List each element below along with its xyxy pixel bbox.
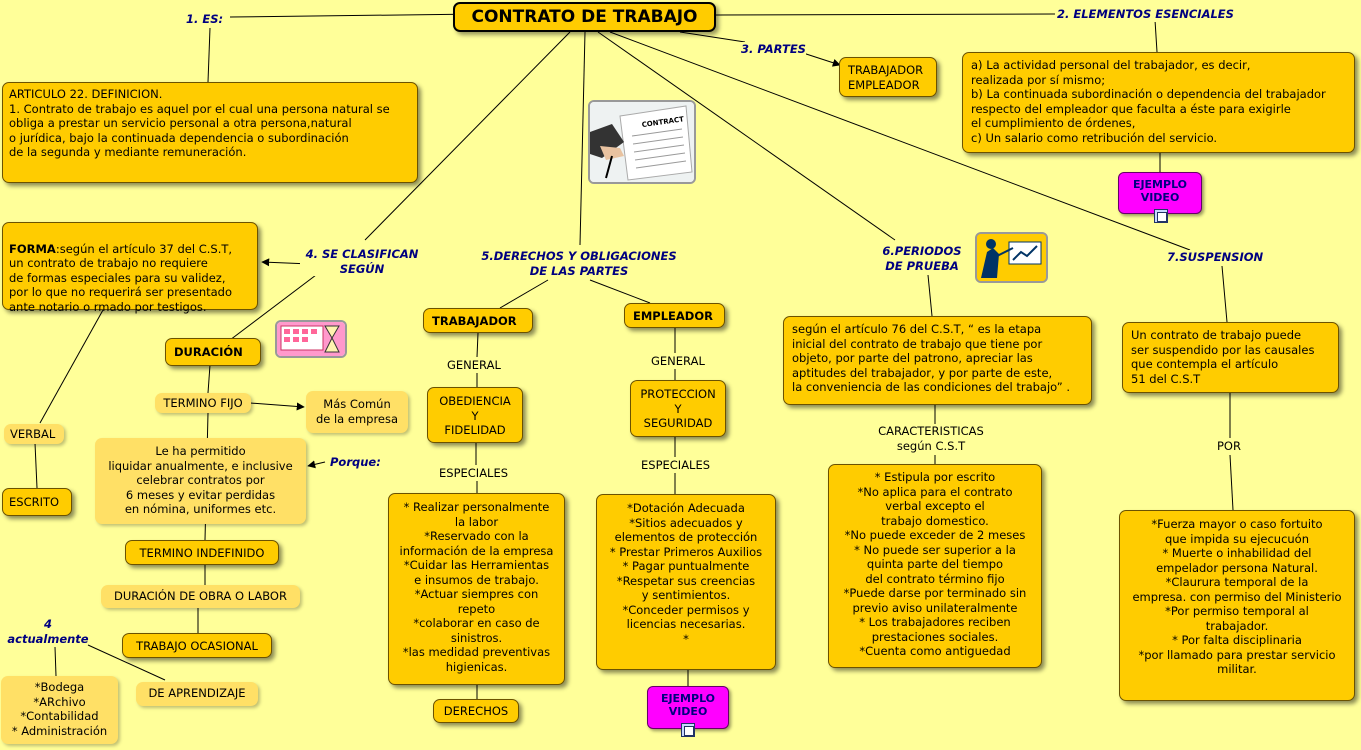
obediencia-box: OBEDIENCIA Y FIDELIDAD bbox=[427, 387, 523, 443]
mas-comun-box: Más Común de la empresa bbox=[306, 391, 408, 433]
label-especiales-trabajador: ESPECIALES bbox=[439, 466, 509, 481]
label-periodos: 6.PERIODOS DE PRUEBA bbox=[872, 244, 972, 273]
label-porque: Porque: bbox=[330, 455, 381, 470]
label-derechos-obligaciones: 5.DERECHOS Y OBLIGACIONES DE LAS PARTES bbox=[468, 249, 690, 278]
areas-box: *Bodega *ARchivo *Contabilidad * Adminis… bbox=[1, 676, 118, 744]
le-ha-permitido-box: Le ha permitido liquidar anualmente, e i… bbox=[95, 438, 306, 524]
label-caracteristicas: CARACTERISTICAS según C.S.T bbox=[866, 424, 996, 453]
forma-text: :según el artículo 37 del C.S.T, un cont… bbox=[9, 241, 233, 314]
label-general-trabajador: GENERAL bbox=[447, 358, 501, 373]
forma-label: FORMA bbox=[9, 241, 56, 256]
trainer-presentation-image bbox=[975, 232, 1048, 283]
causales-box: *Fuerza mayor o caso fortuito que impida… bbox=[1119, 510, 1355, 701]
label-especiales-empleador: ESPECIALES bbox=[641, 458, 711, 473]
escrito-box: ESCRITO bbox=[2, 488, 72, 516]
label-suspension: 7.SUSPENSION bbox=[1167, 250, 1264, 265]
label-elementos: 2. ELEMENTOS ESENCIALES bbox=[1057, 7, 1234, 22]
elementos-box: a) La actividad personal del trabajador,… bbox=[962, 52, 1355, 153]
main-title: CONTRATO DE TRABAJO bbox=[453, 2, 716, 32]
partes-box: TRABAJADOR EMPLEADOR bbox=[839, 57, 937, 97]
trabajo-ocasional-box: TRABAJO OCASIONAL bbox=[122, 633, 272, 658]
de-aprendizaje-box: DE APRENDIZAJE bbox=[136, 682, 258, 706]
label-actualmente: 4 actualmente bbox=[7, 617, 89, 646]
forma-box: FORMA:según el artículo 37 del C.S.T, un… bbox=[2, 222, 258, 314]
label-general-empleador: GENERAL bbox=[651, 354, 705, 369]
suspension-box: Un contrato de trabajo puede ser suspend… bbox=[1122, 322, 1339, 393]
video-file-icon[interactable] bbox=[1154, 209, 1168, 223]
duracion-box: DURACIÓN bbox=[165, 338, 261, 366]
termino-fijo-box: TERMINO FIJO bbox=[155, 393, 251, 413]
termino-indefinido-box: TERMINO INDEFINIDO bbox=[125, 540, 279, 565]
contract-image: CONTRACT bbox=[588, 100, 696, 184]
periodo-prueba-box: según el artículo 76 del C.S.T, “ es la … bbox=[783, 316, 1092, 405]
empleador-box: EMPLEADOR bbox=[624, 303, 725, 328]
label-clasifican: 4. SE CLASIFICAN SEGÚN bbox=[300, 247, 424, 276]
calendar-hourglass-image bbox=[275, 320, 347, 358]
especiales-empleador-box: *Dotación Adecuada *Sitios adecuados y e… bbox=[596, 494, 776, 670]
video-file-icon[interactable] bbox=[681, 723, 695, 737]
label-por: POR bbox=[1217, 439, 1241, 454]
especiales-trabajador-box: * Realizar personalmente la labor *Reser… bbox=[388, 493, 565, 685]
label-partes: 3. PARTES bbox=[741, 42, 806, 57]
derechos-box: DERECHOS bbox=[433, 699, 519, 723]
trabajador-box: TRABAJADOR bbox=[423, 308, 533, 333]
caracteristicas-box: * Estipula por escrito *No aplica para e… bbox=[828, 464, 1042, 668]
label-es: 1. ES: bbox=[186, 12, 224, 27]
video-button-empleador[interactable]: EJEMPLO VIDEO bbox=[647, 686, 729, 729]
proteccion-box: PROTECCION Y SEGURIDAD bbox=[630, 380, 726, 437]
video-button-elementos[interactable]: EJEMPLO VIDEO bbox=[1118, 172, 1202, 214]
definicion-box: ARTICULO 22. DEFINICION. 1. Contrato de … bbox=[2, 82, 418, 183]
verbal-box: VERBAL bbox=[4, 424, 64, 444]
duracion-obra-box: DURACIÓN DE OBRA O LABOR bbox=[101, 585, 300, 608]
